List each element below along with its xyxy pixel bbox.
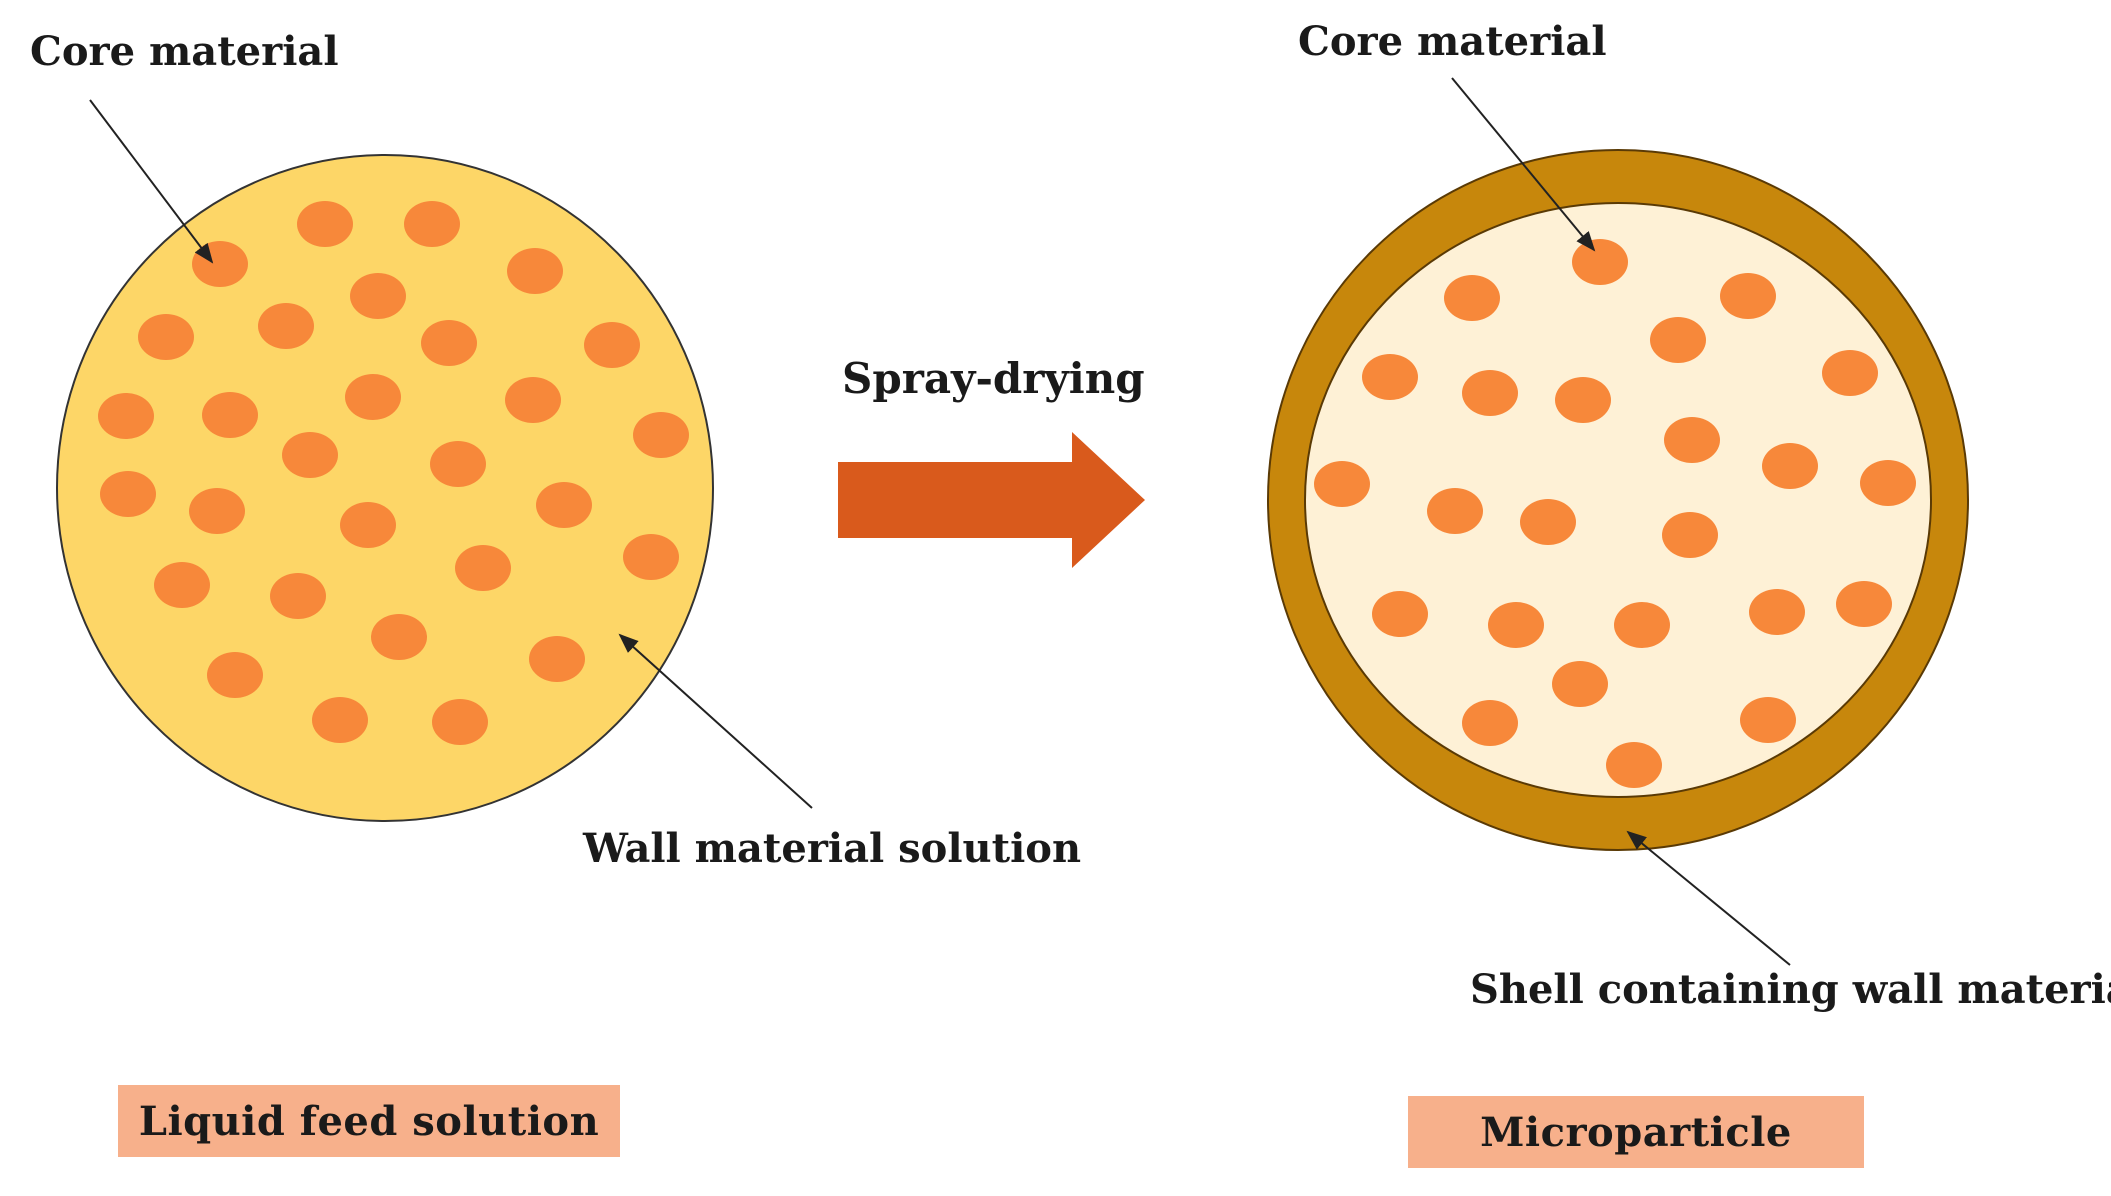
core-particle bbox=[1860, 460, 1916, 506]
core-particle bbox=[1664, 417, 1720, 463]
microparticle-caption: Microparticle bbox=[1408, 1096, 1864, 1168]
core-particle bbox=[98, 393, 154, 439]
core-particle bbox=[1555, 377, 1611, 423]
core-particle bbox=[282, 432, 338, 478]
core-particle bbox=[1314, 461, 1370, 507]
right-core-particles bbox=[1314, 239, 1916, 788]
core-particle bbox=[529, 636, 585, 682]
core-particle bbox=[138, 314, 194, 360]
core-particle bbox=[350, 273, 406, 319]
core-particle bbox=[1572, 239, 1628, 285]
core-particle bbox=[505, 377, 561, 423]
core-particle bbox=[1762, 443, 1818, 489]
core-particle bbox=[297, 201, 353, 247]
shell-wall-material-label: Shell containing wall material bbox=[1470, 966, 2111, 1013]
shell-pointer bbox=[1626, 830, 1791, 966]
core-particle bbox=[345, 374, 401, 420]
core-particle bbox=[189, 488, 245, 534]
core-particle bbox=[202, 392, 258, 438]
core-particle bbox=[432, 699, 488, 745]
core-particle bbox=[1822, 350, 1878, 396]
core-particle bbox=[623, 534, 679, 580]
core-particle bbox=[1444, 275, 1500, 321]
core-particle bbox=[371, 614, 427, 660]
core-particle bbox=[404, 201, 460, 247]
core-particle bbox=[633, 412, 689, 458]
core-particle bbox=[100, 471, 156, 517]
core-particle bbox=[430, 441, 486, 487]
left-core-material-label: Core material bbox=[30, 28, 339, 75]
core-particle bbox=[1462, 370, 1518, 416]
core-particle bbox=[258, 303, 314, 349]
core-particle bbox=[1720, 273, 1776, 319]
core-particle bbox=[421, 320, 477, 366]
core-particle bbox=[1488, 602, 1544, 648]
microparticle-interior bbox=[1304, 202, 1932, 798]
core-particle bbox=[584, 322, 640, 368]
core-particle bbox=[154, 562, 210, 608]
core-particle bbox=[1614, 602, 1670, 648]
core-particle bbox=[1836, 581, 1892, 627]
wall-material-solution-body bbox=[56, 154, 714, 822]
core-particle bbox=[1749, 589, 1805, 635]
liquid-feed-solution-caption: Liquid feed solution bbox=[118, 1085, 620, 1157]
core-particle bbox=[1650, 317, 1706, 363]
microparticle bbox=[1267, 149, 1969, 851]
liquid-feed-droplet bbox=[56, 154, 714, 822]
core-particle bbox=[1462, 700, 1518, 746]
core-particle bbox=[507, 248, 563, 294]
core-particle bbox=[455, 545, 511, 591]
spray-drying-label: Spray-drying bbox=[842, 354, 1145, 403]
core-particle bbox=[1552, 661, 1608, 707]
core-particle bbox=[536, 482, 592, 528]
core-particle bbox=[1520, 499, 1576, 545]
wall-material-solution-label: Wall material solution bbox=[582, 825, 1081, 872]
right-core-pointer bbox=[1451, 77, 1596, 252]
core-particle bbox=[1362, 354, 1418, 400]
core-particle bbox=[1740, 697, 1796, 743]
core-particle bbox=[1372, 591, 1428, 637]
core-particle bbox=[1606, 742, 1662, 788]
core-particle bbox=[207, 652, 263, 698]
core-particle bbox=[1427, 488, 1483, 534]
core-particle bbox=[312, 697, 368, 743]
core-particle bbox=[1662, 512, 1718, 558]
left-core-particles bbox=[98, 201, 689, 745]
left-core-pointer bbox=[89, 99, 214, 264]
wall-material-pointer bbox=[618, 633, 813, 809]
core-particle bbox=[340, 502, 396, 548]
right-core-material-label: Core material bbox=[1298, 18, 1607, 65]
spray-drying-arrow bbox=[838, 432, 1145, 568]
core-particle bbox=[270, 573, 326, 619]
